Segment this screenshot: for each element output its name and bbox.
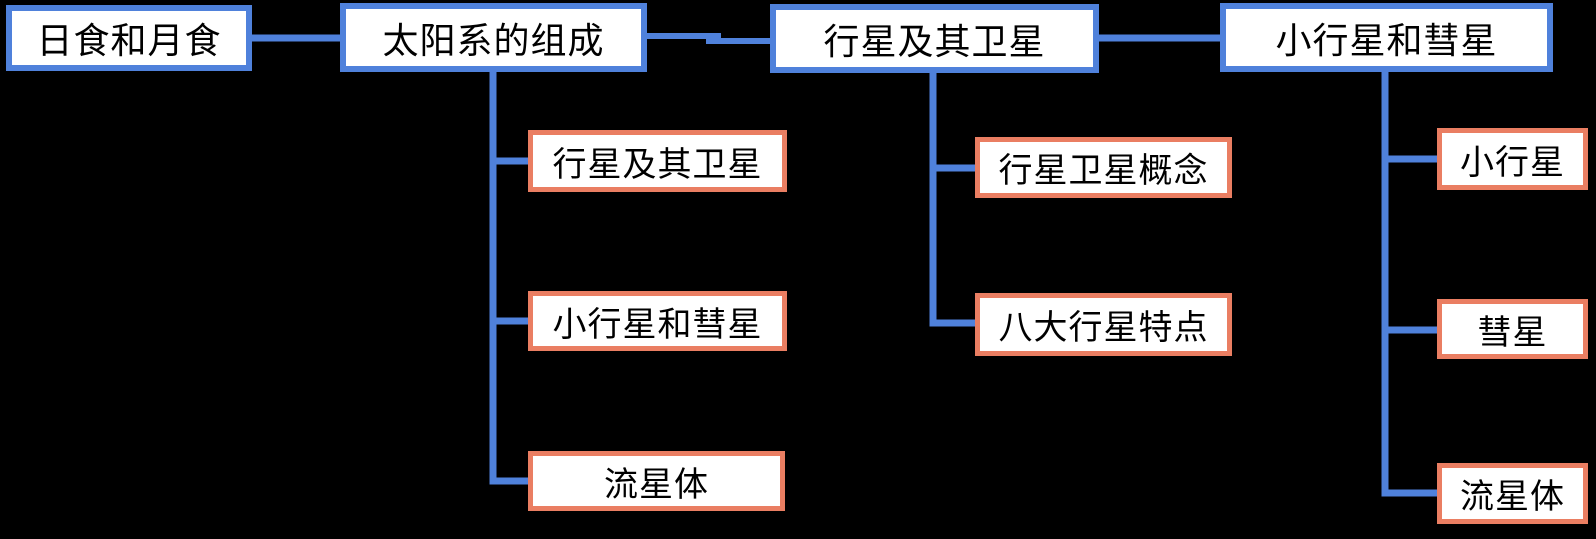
node-planets-and-satellites[interactable]: 行星及其卫星 [770, 4, 1099, 73]
node-label: 彗星 [1477, 313, 1548, 352]
node-asteroids-and-comets[interactable]: 小行星和彗星 [1220, 3, 1553, 72]
node-sub-meteoroids[interactable]: 流星体 [528, 451, 785, 511]
node-label: 行星及其卫星 [552, 145, 763, 184]
node-label: 日食和月食 [36, 20, 222, 61]
node-label: 行星及其卫星 [823, 20, 1046, 62]
trunk-solar-system [489, 70, 528, 485]
node-label: 太阳系的组成 [382, 19, 605, 61]
node-asteroids[interactable]: 小行星 [1437, 128, 1588, 190]
trunk-planets [929, 71, 975, 327]
node-label: 行星卫星概念 [998, 152, 1209, 190]
node-label: 小行星 [1460, 143, 1565, 182]
node-label: 小行星和彗星 [552, 305, 763, 344]
trunk-asteroids [1381, 70, 1437, 497]
node-label: 八大行星特点 [998, 309, 1209, 347]
node-meteoroids[interactable]: 流星体 [1437, 463, 1588, 524]
node-label: 小行星和彗星 [1275, 19, 1498, 61]
node-comets[interactable]: 彗星 [1437, 299, 1588, 359]
node-solar-system-composition[interactable]: 太阳系的组成 [340, 3, 647, 72]
node-planet-satellite-concept[interactable]: 行星卫星概念 [975, 137, 1232, 198]
node-eight-planets-features[interactable]: 八大行星特点 [975, 293, 1232, 356]
node-sub-planets-and-satellites[interactable]: 行星及其卫星 [528, 130, 787, 192]
node-sub-asteroids-and-comets[interactable]: 小行星和彗星 [528, 291, 787, 351]
node-label: 流星体 [604, 465, 709, 504]
node-label: 流星体 [1460, 478, 1565, 516]
node-solar-lunar-eclipse[interactable]: 日食和月食 [6, 5, 252, 71]
